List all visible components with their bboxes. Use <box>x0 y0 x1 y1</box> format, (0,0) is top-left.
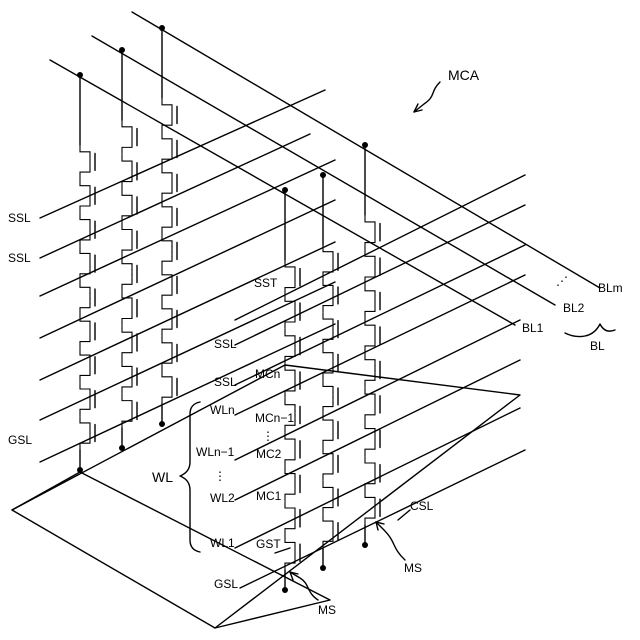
string-front-2-source-contact <box>320 565 326 571</box>
label-ms-upper: MS <box>404 561 422 575</box>
string-back-2-cell-8-channel <box>122 360 132 394</box>
label-mcn1: MCn−1 <box>255 411 294 425</box>
wl-brace <box>180 402 200 552</box>
string-back-2-bitline-contact <box>119 47 125 53</box>
string-front-3-cell-8-channel <box>365 456 375 490</box>
string-front-2-cell-4-channel <box>323 346 333 380</box>
string-back-1-source-contact <box>77 467 83 473</box>
label-mc2: MC2 <box>256 447 282 461</box>
string-back-3-bitline-contact <box>159 25 165 31</box>
string-back-2-cell-5-channel <box>122 257 132 291</box>
label-bl: BL <box>590 339 605 353</box>
string-front-3-source-contact <box>362 542 368 548</box>
string-front-2-cell-6-channel <box>323 413 333 447</box>
label-csl: CSL <box>410 499 434 513</box>
string-front-3-cell-7-channel <box>365 422 375 456</box>
cell-strings <box>77 25 380 593</box>
bit-line-bl1 <box>50 60 515 325</box>
string-back-2-cell-2-channel <box>122 154 132 188</box>
string-back-1-cell-3-channel <box>80 213 90 247</box>
string-back-3-source-contact <box>159 421 165 427</box>
string-front-2-cell-5-channel <box>323 380 333 414</box>
string-front-3-cell-5-channel <box>365 353 375 387</box>
label-gsl-back: GSL <box>8 433 32 447</box>
string-back-3-cell-9-channel <box>162 370 172 404</box>
string-back-1-cell-7-channel <box>80 348 90 382</box>
string-back-2-cell-1-channel <box>122 120 132 154</box>
string-front-1-bitline-contact <box>282 187 288 193</box>
bit-line-blm <box>132 12 600 288</box>
string-back-1-cell-5-channel <box>80 281 90 315</box>
label-wl1: WL1 <box>210 536 235 550</box>
label-mcn: MCn <box>255 367 280 381</box>
string-front-3-bitline-contact <box>362 142 368 148</box>
csl-leader <box>398 510 410 520</box>
label-mca: MCA <box>448 67 480 83</box>
string-front-2-bitline-contact <box>320 172 326 178</box>
label-wl2: WL2 <box>210 491 235 505</box>
back-wl-line-1 <box>40 160 335 296</box>
string-front-1-cell-2-channel <box>285 294 295 328</box>
string-back-1-cell-1-channel <box>80 145 90 179</box>
string-back-3-cell-4-channel <box>162 200 172 234</box>
string-front-1-cell-8-channel <box>285 501 295 535</box>
label-ssl-front-2: SSL <box>214 375 237 389</box>
string-back-3-cell-6-channel <box>162 268 172 302</box>
braces <box>180 324 615 553</box>
front-wl2-line <box>235 360 520 500</box>
label-bl2: BL2 <box>563 301 585 315</box>
label-ssl-front-1: SSL <box>214 337 237 351</box>
label-ms-lower: MS <box>318 603 336 617</box>
label-bl1: BL1 <box>522 321 544 335</box>
bl-brace <box>565 324 615 337</box>
string-front-1-source-contact <box>282 587 288 593</box>
label-ssl-back-2: SSL <box>8 251 31 265</box>
back-gsl-line <box>40 324 335 462</box>
label-hdots-bl: ⋰ <box>556 274 568 288</box>
string-front-1-cell-6-channel <box>285 432 295 466</box>
string-front-3-cell-3-channel <box>365 284 375 318</box>
string-back-1-cell-9-channel <box>80 416 90 450</box>
label-blm: BLm <box>598 281 623 295</box>
back-wl-line-3 <box>40 242 335 380</box>
string-back-1-cell-6-channel <box>80 314 90 348</box>
label-sst: SST <box>254 276 278 290</box>
label-vdots-mc: ⋮ <box>262 429 274 443</box>
back-wl-line-2 <box>40 200 335 338</box>
string-back-1-bitline-contact <box>77 72 83 78</box>
label-gst: GST <box>256 537 281 551</box>
label-gsl-front: GSL <box>214 577 238 591</box>
string-back-2-cell-7-channel <box>122 325 132 359</box>
string-back-2-source-contact <box>119 445 125 451</box>
label-vdots-wl: ⋮ <box>214 469 226 483</box>
label-mc1: MC1 <box>256 489 282 503</box>
string-front-1-cell-4-channel <box>285 363 295 397</box>
front-gsl-line <box>240 450 525 588</box>
label-wln1: WLn−1 <box>196 445 235 459</box>
mca-arrow <box>414 82 440 112</box>
string-back-3-cell-8-channel <box>162 336 172 370</box>
back-wl-line-4 <box>40 282 335 420</box>
back-block-lines <box>40 90 335 462</box>
string-back-3-cell-3-channel <box>162 166 172 200</box>
label-ssl-back-1: SSL <box>8 211 31 225</box>
ms-arrow-upper <box>376 522 405 560</box>
label-wl: WL <box>152 469 173 485</box>
back-ssl-line-1 <box>40 90 325 218</box>
string-back-2-cell-4-channel <box>122 223 132 257</box>
labels: MCA SSL SSL GSL SST SSL SSL MCn WLn MCn−… <box>8 67 623 617</box>
string-front-2-cell-8-channel <box>323 481 333 515</box>
label-wln: WLn <box>210 403 235 417</box>
